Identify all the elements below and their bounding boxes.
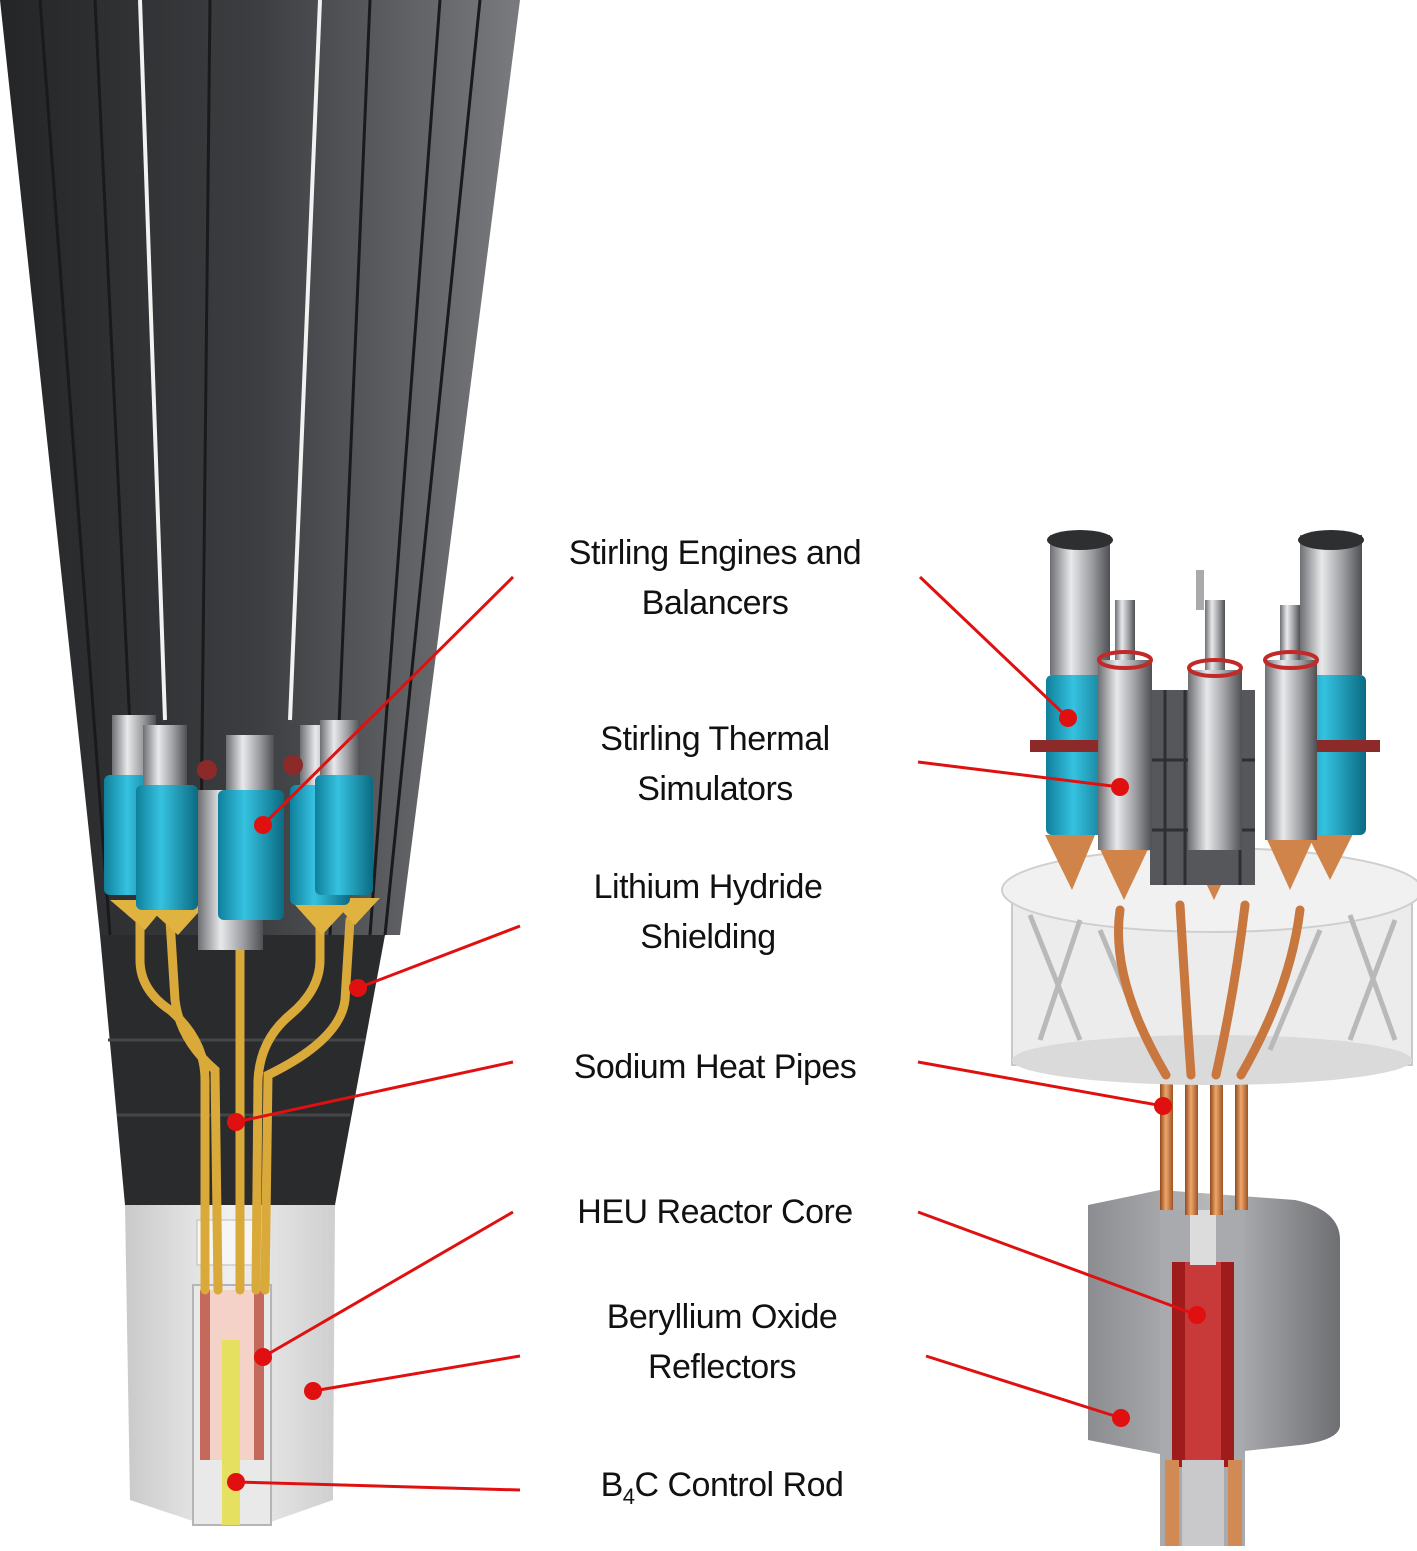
label-control-rod: B4C Control Rod	[552, 1460, 892, 1522]
left-reflector	[125, 1205, 335, 1526]
label-lithium-hydride-line2: Shielding	[640, 918, 776, 956]
left-stirling-engines	[104, 715, 373, 920]
label-beryllium-line1: Beryllium Oxide	[606, 1298, 838, 1336]
leader-dots	[227, 709, 1206, 1491]
label-beryllium-line2: Reflectors	[647, 1348, 797, 1386]
label-sodium-pipes-line1: Sodium Heat Pipes	[573, 1048, 857, 1086]
label-control-rod-subscript: 4	[622, 1483, 635, 1509]
right-reflector-block	[1088, 1190, 1340, 1546]
left-heat-pipes	[135, 915, 355, 1295]
left-reactor-assembly	[0, 0, 520, 1526]
right-platform	[1001, 847, 1417, 1085]
label-lithium-hydride: Lithium Hydride Shielding	[548, 862, 868, 962]
label-stirling-engines: Stirling Engines and Balancers	[535, 528, 895, 628]
label-stirling-engines-line2: Balancers	[641, 584, 789, 622]
label-heu-core: HEU Reactor Core	[535, 1187, 895, 1237]
label-stirling-thermal-line1: Stirling Thermal	[600, 720, 830, 758]
label-beryllium: Beryllium Oxide Reflectors	[562, 1292, 882, 1392]
label-stirling-thermal-line2: Simulators	[637, 770, 793, 808]
right-reactor-assembly	[1001, 530, 1417, 1546]
label-sodium-pipes: Sodium Heat Pipes	[535, 1042, 895, 1092]
label-stirling-thermal: Stirling Thermal Simulators	[555, 714, 875, 814]
label-control-rod-suffix: C Control Rod	[634, 1466, 844, 1504]
label-heu-core-line1: HEU Reactor Core	[577, 1193, 853, 1231]
label-control-rod-prefix: B	[600, 1466, 624, 1504]
label-stirling-engines-line1: Stirling Engines and	[568, 534, 862, 572]
right-thermal-simulators	[1097, 570, 1319, 850]
label-lithium-hydride-line1: Lithium Hydride	[593, 868, 823, 906]
leader-lines	[235, 575, 1198, 1492]
